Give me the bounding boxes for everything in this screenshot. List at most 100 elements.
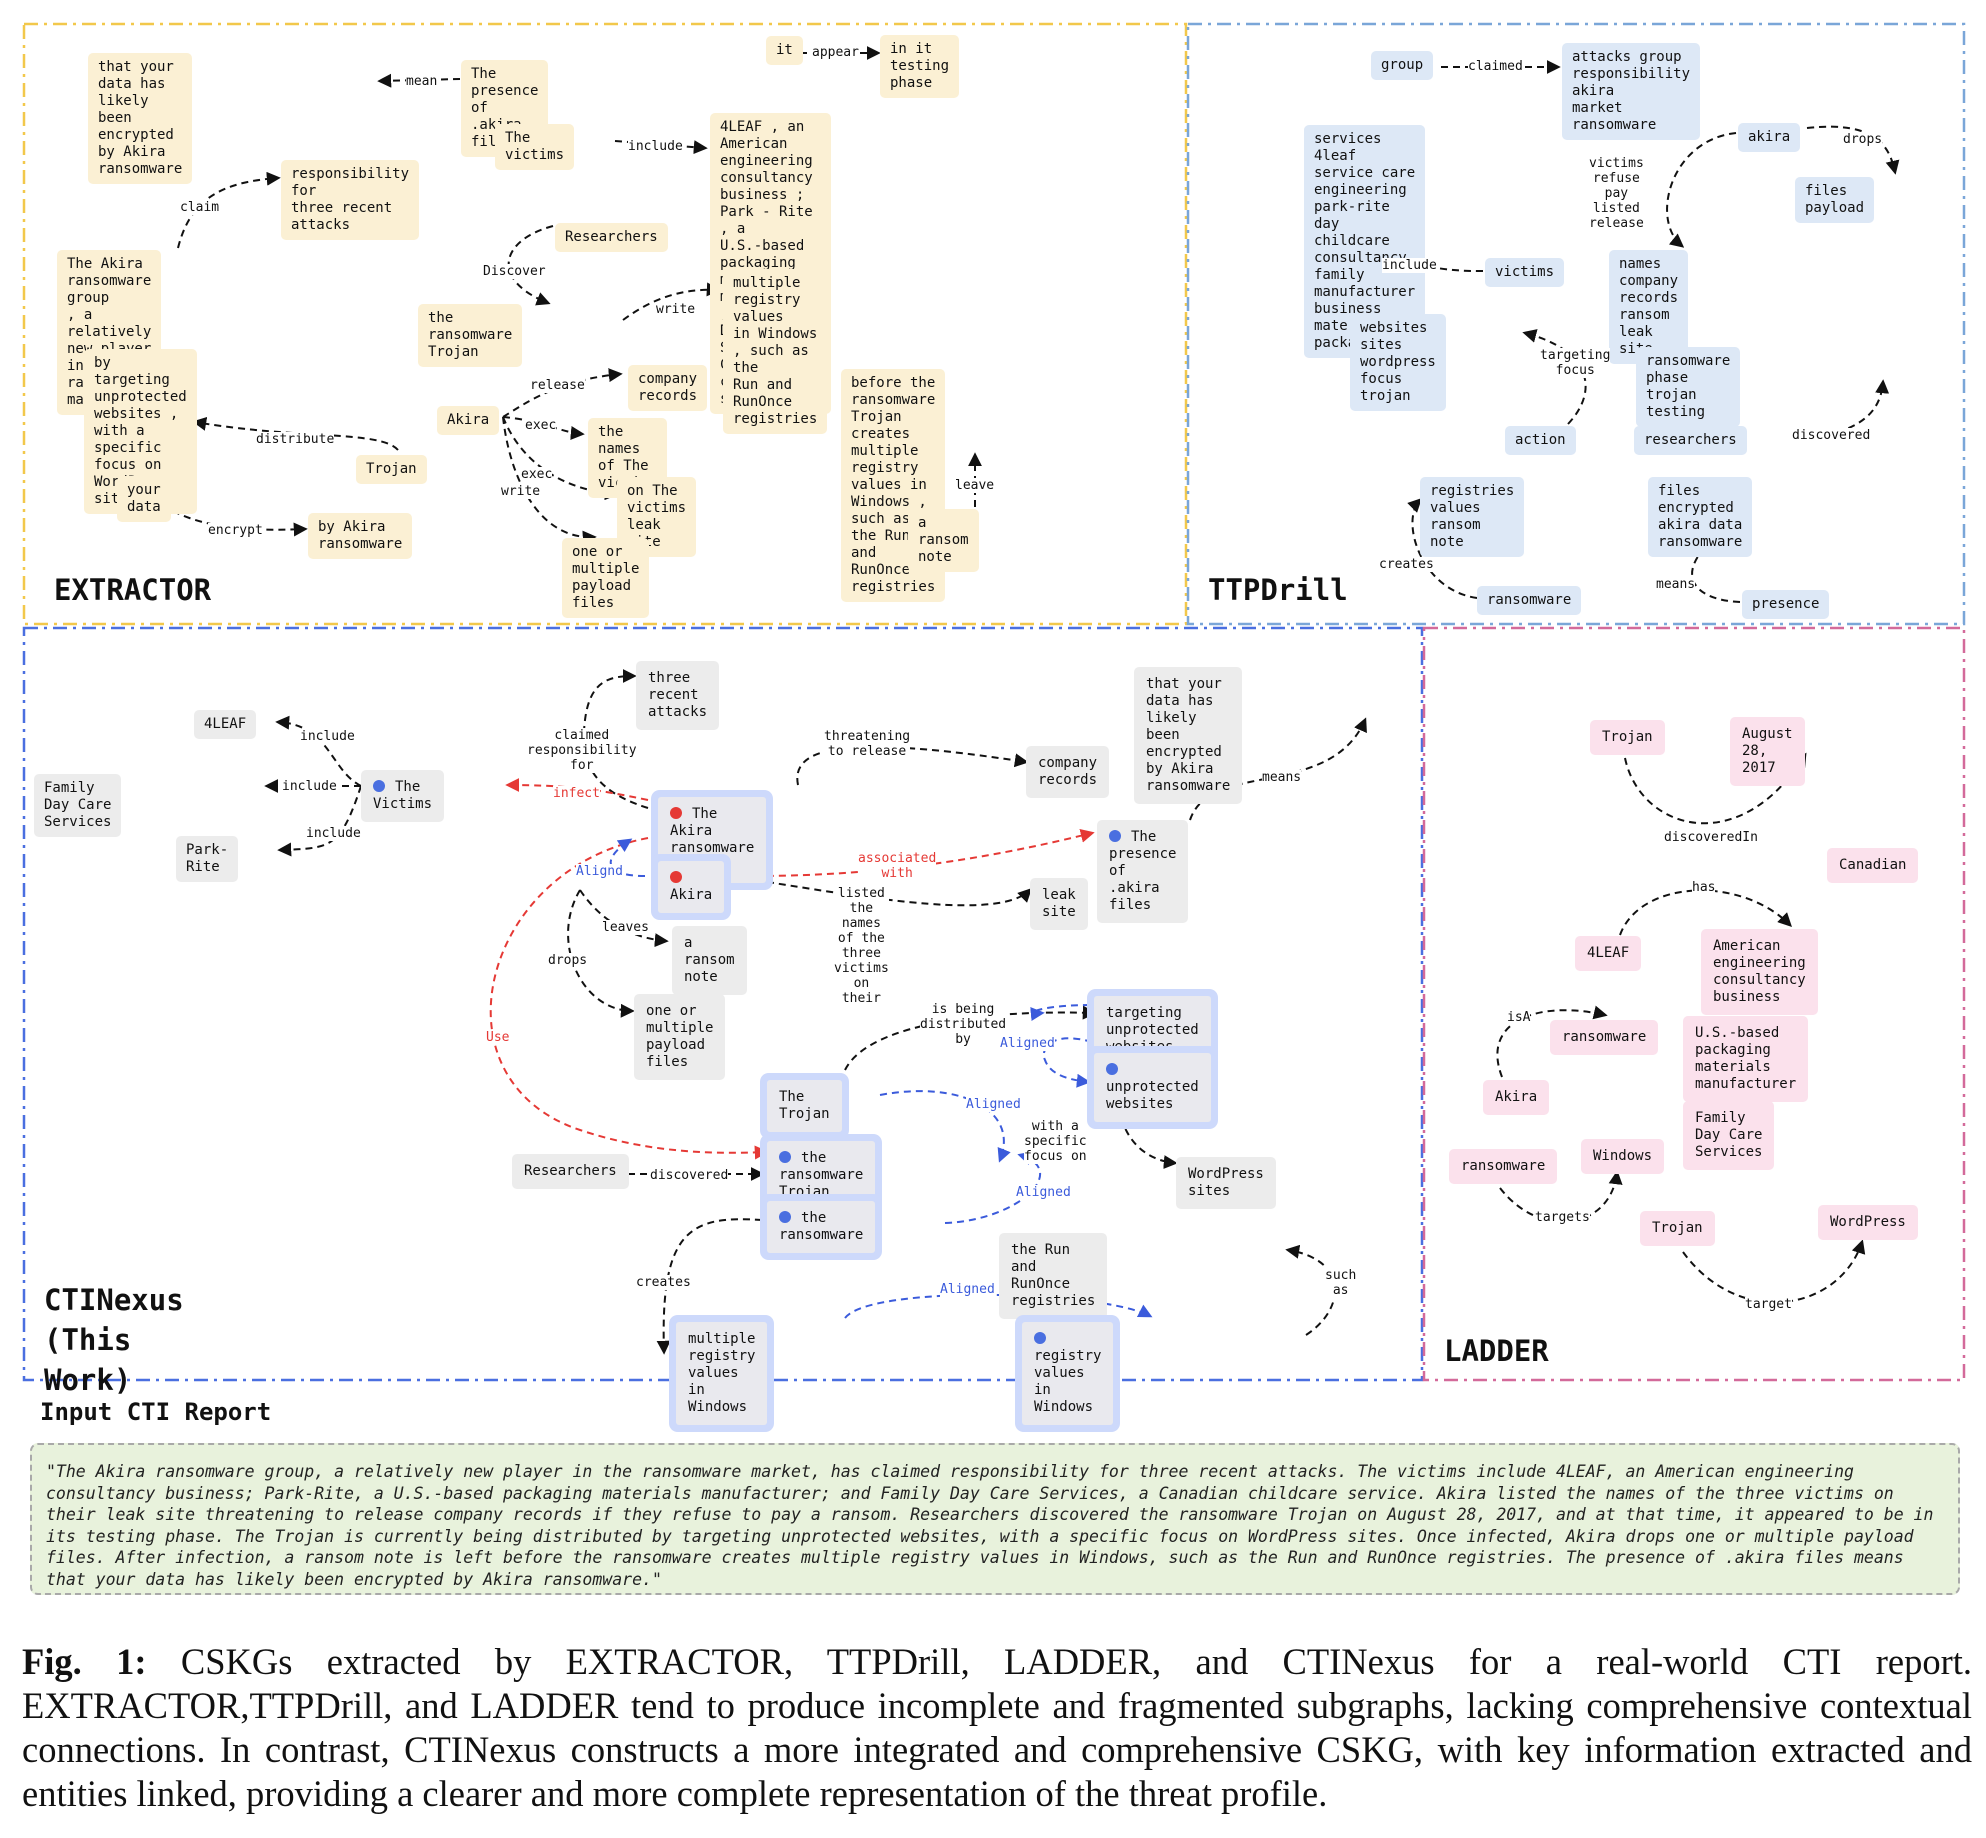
ctinexus-title: CTINexus (This Work) [44,1283,184,1397]
node-attacks-group: attacks group responsibility akira marke… [1562,43,1700,140]
node-leak-site: leak site [1030,878,1088,930]
entity-dot [779,1211,791,1223]
node-canadian: Canadian [1827,848,1919,883]
node-trojan: Trojan [356,455,427,484]
edge-label-include: include [1382,258,1437,273]
edge-label-claimed: claimed [1468,59,1523,74]
edge-label-drops: drops [1843,132,1883,147]
node-trojan-2: Trojan [1640,1211,1715,1246]
node-presence: presence [1742,590,1830,619]
node-ransomware-1: ransomware [1550,1020,1659,1055]
edge-label-include: include [628,139,683,154]
entity-dot [779,1151,791,1163]
ttpdrill-frame [1186,22,1966,626]
edge-label-include-2: include [282,779,337,794]
edge-label-creates: creates [1379,557,1434,572]
node-data-encrypted: that your data has likely been encrypted… [88,53,193,184]
entity-dot [373,780,385,792]
node-it: it [766,36,803,65]
edge-label-aligned-akira: Alignd [576,864,623,879]
caption-text: CSKGs extracted by EXTRACTOR, TTPDrill, … [22,1641,1973,1814]
node-4leaf: 4LEAF [194,710,257,739]
node-registry-windows: registry values in Windows [1022,1322,1114,1425]
node-victims: victims [1485,258,1565,287]
node-american: American engineering consultancy busines… [1701,929,1818,1015]
edge-label-mean: mean [406,74,438,89]
edge-label-encrypt: encrypt [208,523,263,538]
edge-label-include-1: include [300,729,355,744]
node-presence-akira: The presence of .akira files [1097,820,1189,923]
edge-label-distributed: is being distributed by [920,1002,1007,1047]
entity-dot [670,807,682,819]
node-by-akira: by Akira ransomware [308,513,413,559]
edge-label-discover: Discover [483,264,546,279]
node-family-day-care: Family Day Care Services [1683,1101,1775,1170]
edge-label-leave: leave [955,478,995,493]
node-park-rite: Park-Rite [176,836,239,882]
node-akira: Akira [658,861,725,913]
node-trojan-1: Trojan [1590,720,1665,755]
node-action: action [1505,426,1576,455]
node-the-victims: The Victims [361,770,444,822]
entity-dot [1106,1063,1118,1075]
node-your-data: your data [117,476,171,522]
node-akira: Akira [437,406,500,435]
edge-label-claim: claim [180,200,220,215]
edge-label-aligned-1: Aligned [1000,1036,1055,1051]
edge-label-write-2: write [501,484,541,499]
edge-label-drops: drops [548,953,588,968]
edge-label-targeting-focus: targeting focus [1540,348,1611,378]
node-payload-files: one or multiple payload files [562,538,650,618]
edge-label-claimed: claimed responsibility for [527,728,637,773]
extractor-frame [22,22,1188,626]
report-box: "The Akira ransomware group, a relativel… [30,1443,1960,1595]
node-testing-phase: in it testing phase [880,35,959,98]
edge-label-specific-focus: with a specific focus on [1024,1119,1087,1164]
entity-dot [1109,830,1121,842]
node-files-encrypted: files encrypted akira data ransomware [1648,477,1753,557]
node-ransomware-2: ransomware [1449,1149,1558,1184]
node-responsibility: responsibility for three recent attacks [281,160,420,240]
edge-label-leaves: leaves [602,920,649,935]
node-victims: The victims [495,124,574,170]
node-4leaf: 4LEAF [1575,936,1642,971]
node-ransom-note: a ransom note [908,509,979,572]
edge-label-discovered: discovered [650,1168,729,1183]
node-date: August 28, 2017 [1730,717,1805,786]
node-researchers: Researchers [512,1154,629,1189]
ladder-frame [1422,626,1966,1382]
node-the-trojan: The Trojan [767,1080,842,1132]
node-ransomware-phase: ransomware phase trojan testing [1636,347,1741,427]
edge-label-has: has [1692,880,1716,895]
edge-label-isa: isA [1507,1010,1531,1025]
edge-label-target: target [1745,1297,1792,1312]
node-run-runonce: the Run and RunOnce registries [999,1233,1108,1319]
node-data-encrypted: that your data has likely been encrypted… [1134,667,1243,804]
node-websites: websites sites wordpress focus trojan [1350,314,1446,411]
node-wordpress: WordPress [1818,1205,1918,1240]
edge-label-discovered: discovered [1792,428,1871,443]
edge-label-write: write [656,302,696,317]
node-company-records: company records [1026,746,1110,798]
node-unprotected-websites: unprotected websites [1094,1053,1211,1122]
node-registries: registries values ransom note [1420,477,1525,557]
node-the-ransomware: the ransomware [767,1201,876,1253]
edge-label-exec-1: exec [525,418,557,433]
node-registry-values: multiple registry values in Windows , su… [723,269,828,434]
node-family-day-care: Family Day Care Services [34,774,122,837]
edge-label-use: Use [486,1030,510,1045]
node-payload-files: one or multiple payload files [634,994,726,1080]
edge-label-associated: associated with [858,851,937,881]
node-researchers: Researchers [555,223,668,252]
extractor-title: EXTRACTOR [54,573,212,607]
node-company-records: company records [628,365,708,411]
node-leak-site: on The victims leak site [617,477,696,557]
ladder-title: LADDER [1444,1334,1549,1368]
node-windows: Windows [1581,1139,1665,1174]
edge-label-release: release [530,378,585,393]
edge-label-aligned-4: Aligned [940,1282,995,1297]
node-akira: Akira [1483,1080,1550,1115]
node-three-attacks: three recent attacks [636,661,719,730]
node-us-packaging: U.S.-based packaging materials manufactu… [1683,1016,1809,1102]
